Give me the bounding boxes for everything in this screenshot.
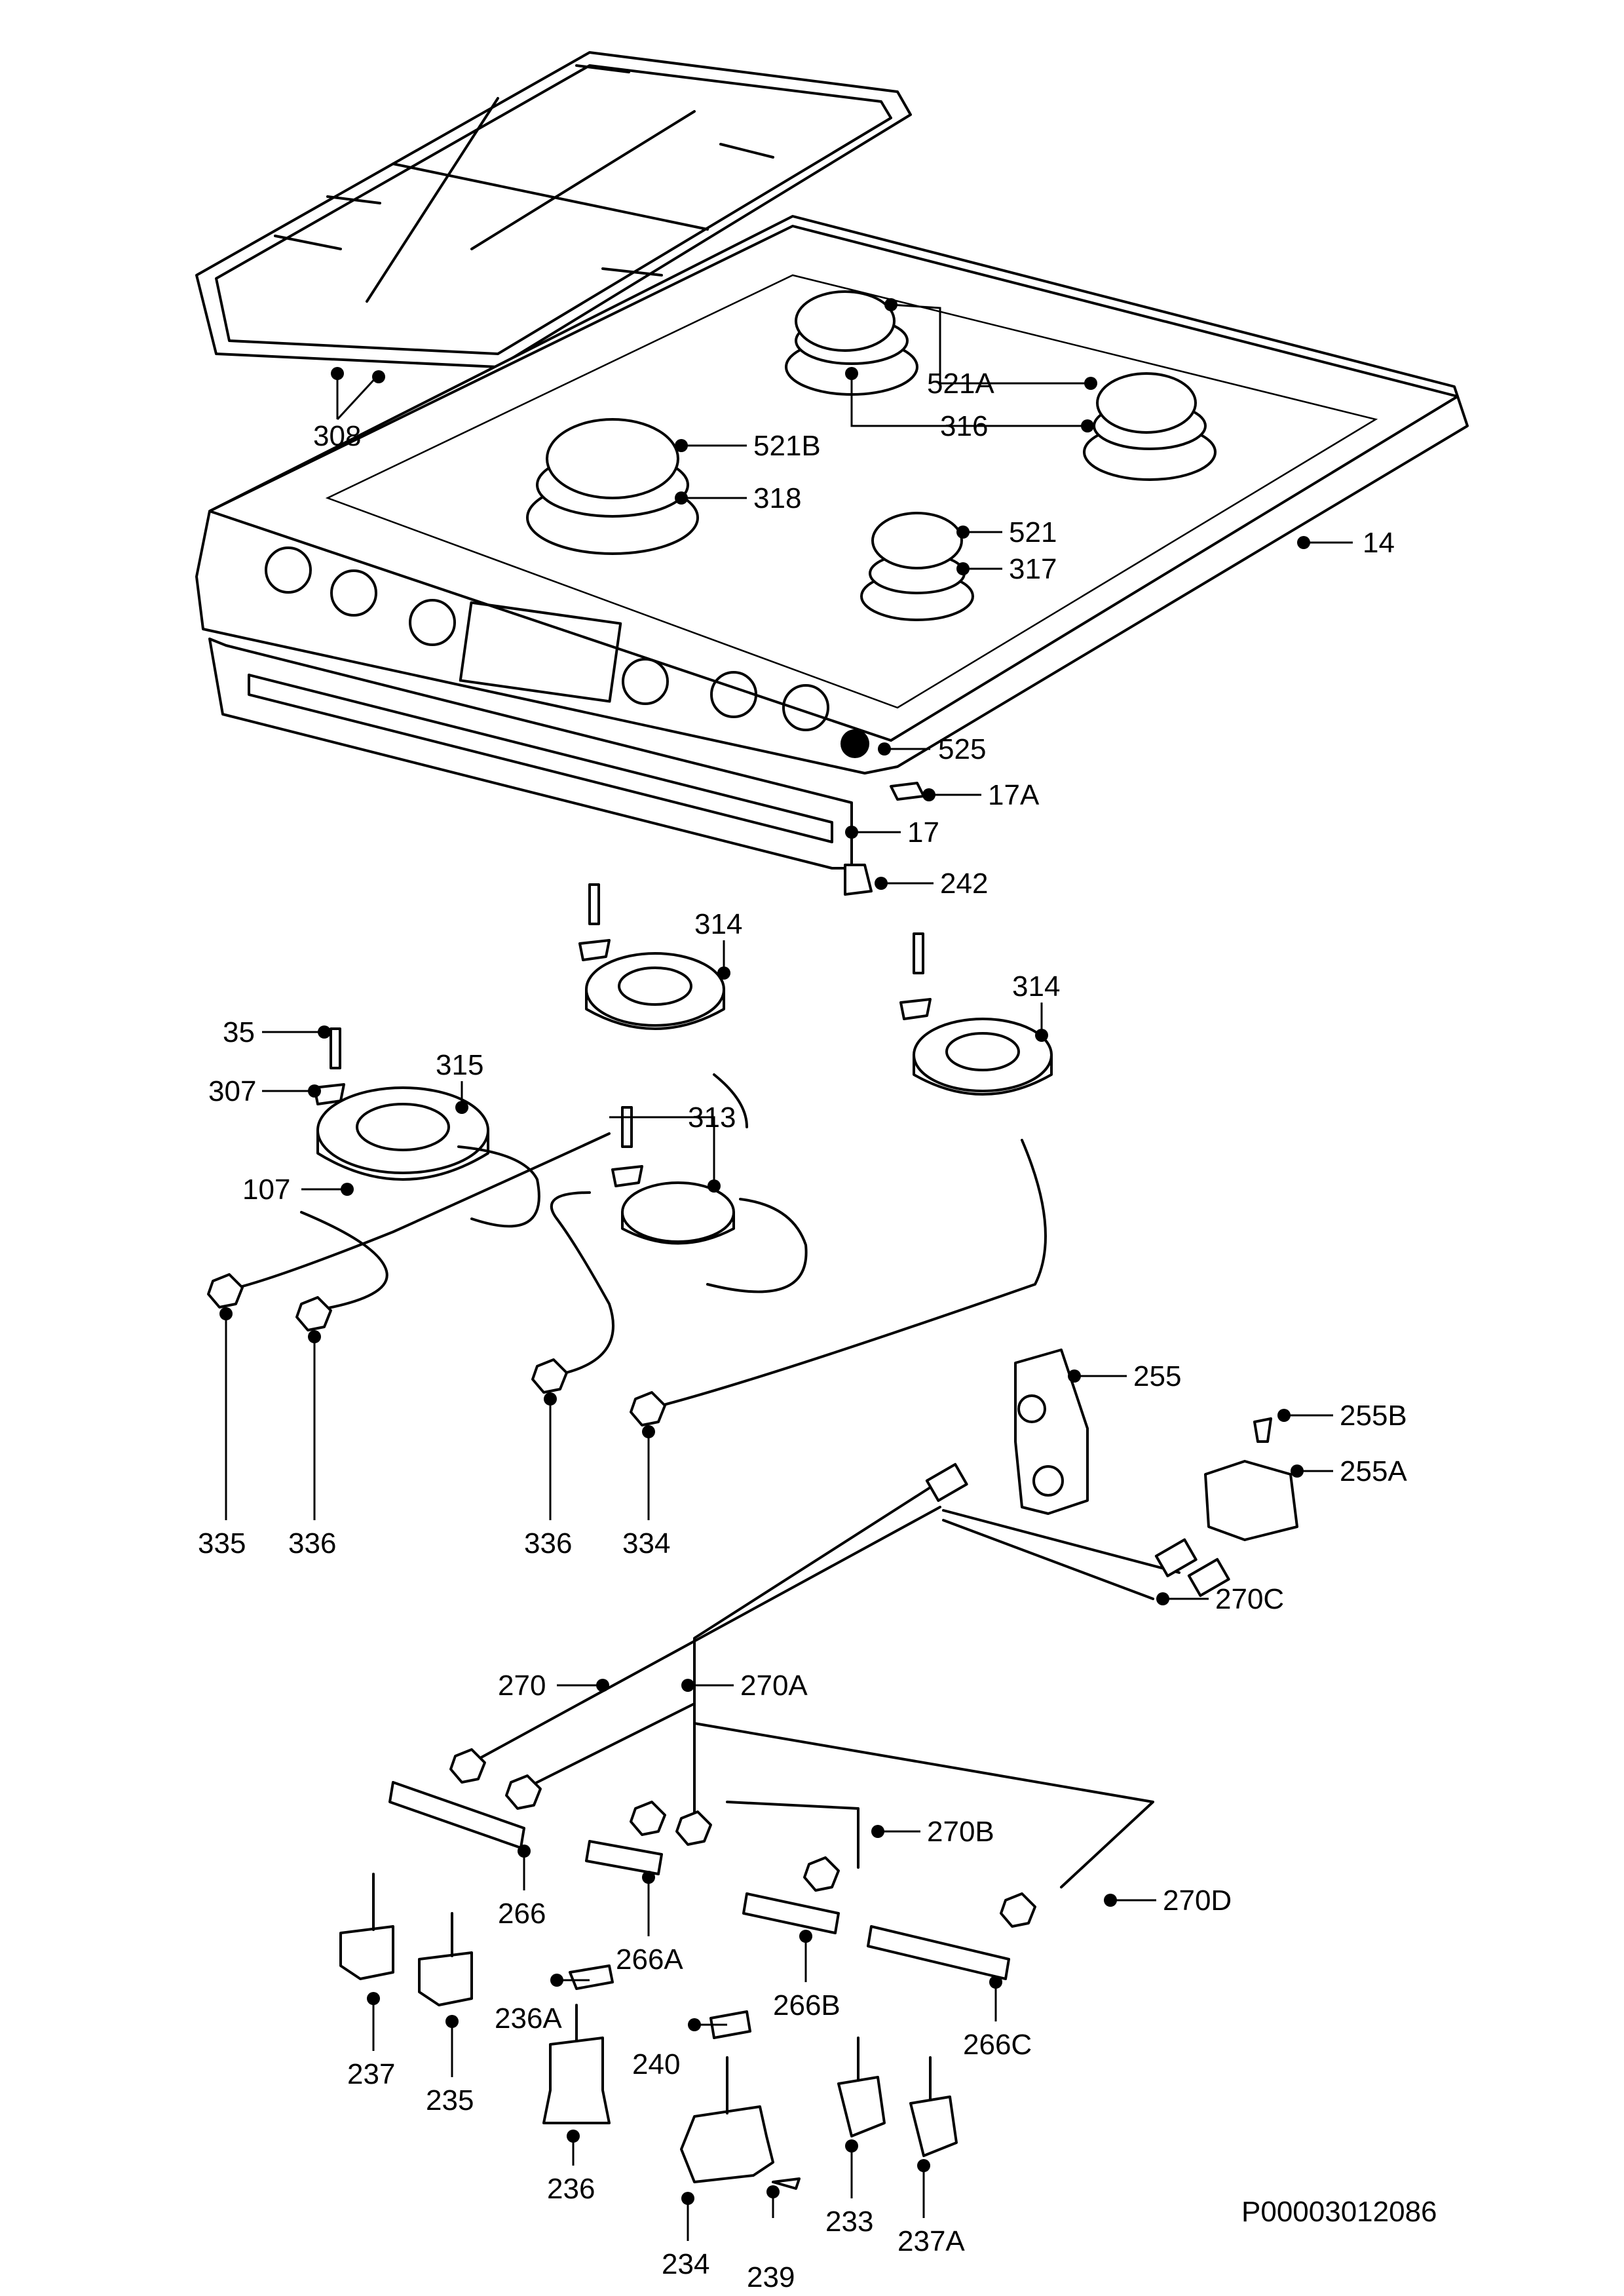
label-525: 525 bbox=[938, 733, 986, 765]
label-242: 242 bbox=[940, 868, 988, 900]
label-236a: 236A bbox=[495, 2002, 562, 2035]
label-307: 307 bbox=[208, 1075, 256, 1107]
label-255a: 255A bbox=[1340, 1455, 1407, 1487]
label-255: 255 bbox=[1133, 1360, 1181, 1392]
burner-base-315 bbox=[316, 1086, 489, 1181]
injector-tubes bbox=[388, 1781, 1010, 1980]
label-335: 335 bbox=[198, 1527, 246, 1559]
label-255b: 255B bbox=[1340, 1400, 1407, 1432]
label-316: 316 bbox=[940, 410, 988, 442]
burner-base-314-right bbox=[913, 1018, 1053, 1096]
label-336-right: 336 bbox=[524, 1527, 572, 1559]
label-240: 240 bbox=[632, 2048, 680, 2080]
label-234: 234 bbox=[662, 2248, 709, 2280]
pan-support-grid bbox=[195, 51, 912, 368]
clip-17a bbox=[890, 782, 925, 801]
burner-right-cap bbox=[1083, 372, 1217, 481]
label-336-left: 336 bbox=[288, 1527, 336, 1559]
label-35: 35 bbox=[223, 1016, 255, 1048]
label-237a: 237A bbox=[897, 2225, 965, 2257]
label-233: 233 bbox=[825, 2206, 873, 2238]
label-270c: 270C bbox=[1215, 1583, 1284, 1615]
label-17: 17 bbox=[907, 816, 939, 849]
label-266a: 266A bbox=[616, 1943, 683, 1976]
gas-valves bbox=[339, 1873, 958, 2190]
label-235: 235 bbox=[426, 2084, 474, 2116]
label-313: 313 bbox=[688, 1101, 736, 1134]
thermostat-255 bbox=[1014, 1349, 1089, 1515]
thermocouple-nuts bbox=[207, 1273, 666, 1426]
label-314-right: 314 bbox=[1012, 970, 1060, 1003]
label-270a: 270A bbox=[740, 1670, 808, 1702]
label-237: 237 bbox=[347, 2058, 395, 2090]
label-266: 266 bbox=[498, 1898, 546, 1930]
label-334: 334 bbox=[622, 1527, 670, 1559]
label-315: 315 bbox=[436, 1049, 483, 1081]
label-521: 521 bbox=[1009, 516, 1057, 548]
label-270: 270 bbox=[498, 1670, 546, 1702]
label-317: 317 bbox=[1009, 553, 1057, 585]
leader-lines bbox=[219, 298, 1353, 2241]
label-236: 236 bbox=[547, 2173, 595, 2205]
hob-top-panel bbox=[195, 215, 1469, 775]
thermocouple-leads bbox=[221, 1073, 1047, 1410]
label-17a: 17A bbox=[988, 779, 1040, 811]
label-308: 308 bbox=[313, 420, 361, 452]
label-14: 14 bbox=[1363, 527, 1395, 559]
burner-small-cap bbox=[860, 512, 974, 621]
gas-regulator-255a bbox=[1204, 1417, 1298, 1541]
gas-manifold-pipes bbox=[470, 1486, 1180, 1888]
label-270b: 270B bbox=[927, 1816, 994, 1848]
label-521b: 521B bbox=[753, 430, 821, 462]
label-270d: 270D bbox=[1163, 1885, 1232, 1917]
burner-base-313 bbox=[621, 1181, 735, 1245]
switch-242 bbox=[844, 864, 873, 896]
document-code: P00003012086 bbox=[1241, 2196, 1437, 2228]
label-314-left: 314 bbox=[694, 908, 742, 940]
part-labels: 308 521A 316 521B 318 521 317 14 525 17A… bbox=[198, 368, 1437, 2293]
label-521a: 521A bbox=[927, 368, 994, 400]
label-318: 318 bbox=[753, 482, 801, 514]
burner-base-314-left bbox=[585, 952, 725, 1030]
label-266c: 266C bbox=[963, 2029, 1032, 2061]
burner-large-cap bbox=[526, 418, 699, 555]
pipe-fittings bbox=[449, 1463, 1230, 1928]
label-266b: 266B bbox=[773, 1989, 840, 2021]
label-107: 107 bbox=[242, 1174, 290, 1206]
label-239: 239 bbox=[747, 2261, 795, 2293]
